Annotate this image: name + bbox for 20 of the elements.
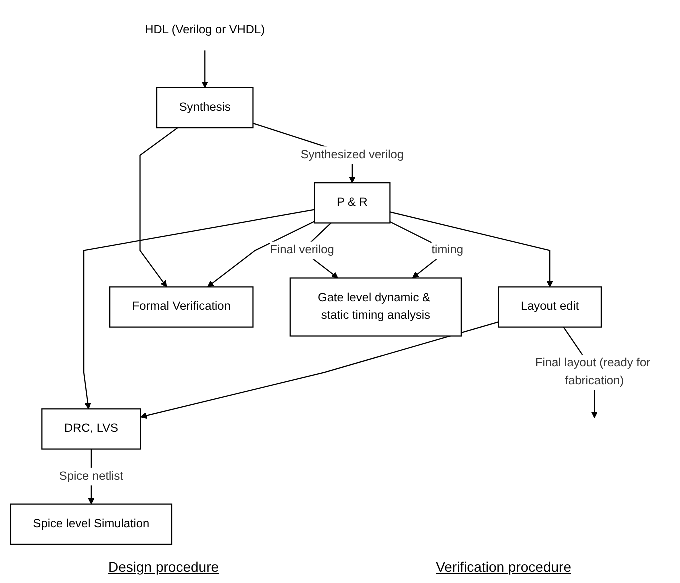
node-text: HDL (Verilog or VHDL) [145,24,266,37]
section-heading: Verification procedure [436,559,572,575]
node-box: Synthesis [156,87,254,129]
edge-label: Spice netlist [59,470,124,483]
edge-label: timing [432,244,464,257]
arrow [83,209,315,410]
section-heading: Design procedure [108,559,220,575]
node-box: P & R [314,182,391,224]
arrow [140,322,499,420]
edge-label: Final verilog [270,244,334,257]
arrow [140,128,178,288]
node-box: DRC, LVS [42,408,142,450]
node-box: Spice level Simulation [10,504,173,546]
node-box: Formal Verification [110,286,254,328]
edge-label: Final layout (ready for fabrication) [535,357,651,388]
arrow [208,221,315,288]
node-box: Gate level dynamic & static timing analysis [290,278,462,337]
node-box: Layout edit [498,286,602,328]
edge-label: Synthesized verilog [300,148,404,162]
arrow [202,50,208,88]
